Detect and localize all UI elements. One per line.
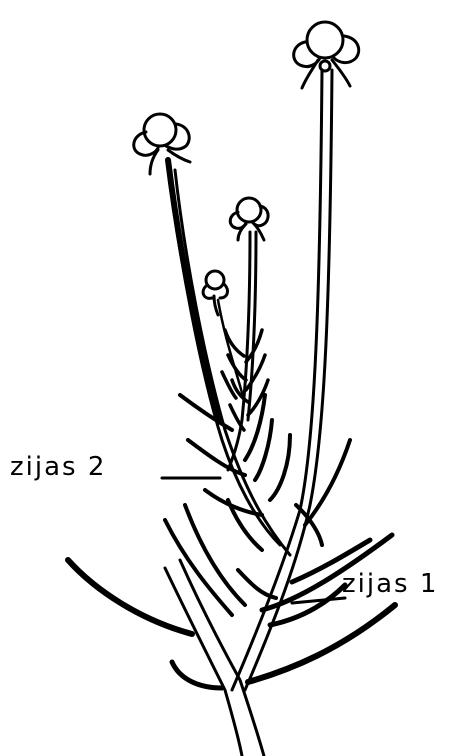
- flower-bud: [203, 271, 227, 315]
- label-zijas-2: zijas 2: [10, 452, 106, 482]
- flower-top-left: [134, 114, 190, 174]
- small-stem: [218, 300, 244, 400]
- leader-line-zijas-1: [292, 598, 345, 603]
- flower-top-right: [294, 22, 359, 88]
- trunk: [165, 560, 264, 756]
- label-zijas-1: zijas 1: [342, 569, 438, 599]
